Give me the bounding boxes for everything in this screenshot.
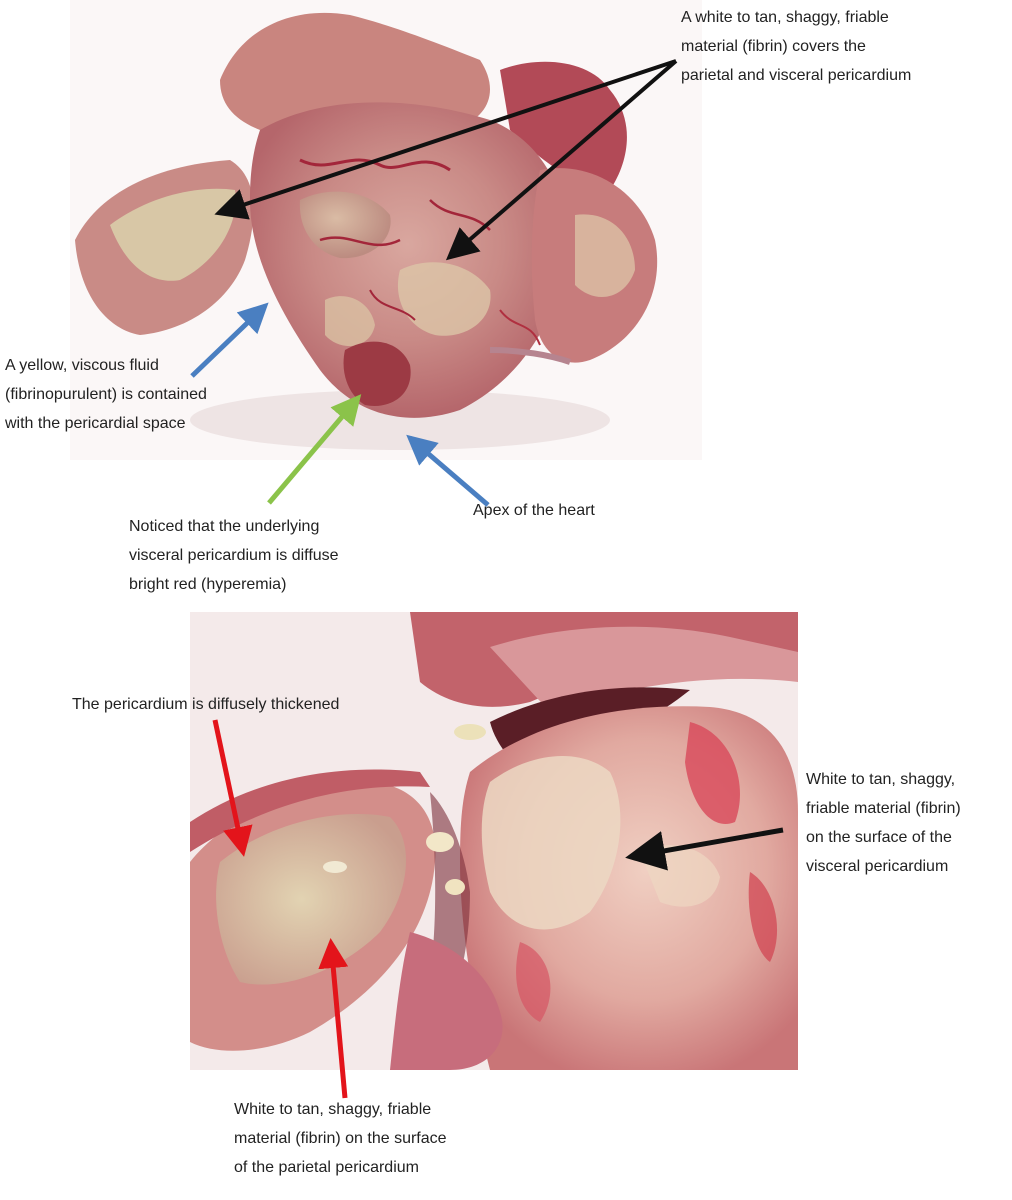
caption-thickened-pericardium: The pericardium is diffusely thickened	[72, 690, 339, 719]
caption-line: bright red (hyperemia)	[129, 576, 287, 593]
caption-line: of the parietal pericardium	[234, 1159, 419, 1176]
caption-line: White to tan, shaggy,	[806, 771, 956, 788]
caption-fibrinopurulent-fluid: A yellow, viscous fluid (fibrinopurulent…	[5, 351, 207, 438]
caption-line: Noticed that the underlying	[129, 518, 320, 535]
caption-fibrin-parietal: White to tan, shaggy, friable material (…	[234, 1095, 447, 1182]
caption-fibrin-pericardium: A white to tan, shaggy, friable material…	[681, 3, 911, 90]
caption-line: friable material (fibrin)	[806, 800, 961, 817]
caption-line: (fibrinopurulent) is contained	[5, 386, 207, 403]
caption-line: material (fibrin) on the surface	[234, 1130, 447, 1147]
caption-line: The pericardium is diffusely thickened	[72, 696, 340, 713]
caption-line: Apex of the heart	[473, 502, 595, 519]
caption-fibrin-visceral: White to tan, shaggy, friable material (…	[806, 765, 961, 881]
caption-line: White to tan, shaggy, friable	[234, 1101, 432, 1118]
caption-line: A white to tan, shaggy, friable	[681, 9, 889, 26]
caption-line: material (fibrin) covers the	[681, 38, 866, 55]
caption-apex: Apex of the heart	[473, 496, 595, 525]
pericardium-closeup-photo	[190, 612, 798, 1070]
caption-line: visceral pericardium is diffuse	[129, 547, 339, 564]
caption-line: A yellow, viscous fluid	[5, 357, 159, 374]
caption-line: visceral pericardium	[806, 858, 949, 875]
caption-hyperemia: Noticed that the underlying visceral per…	[129, 512, 339, 599]
caption-line: on the surface of the	[806, 829, 952, 846]
caption-line: with the pericardial space	[5, 415, 186, 432]
caption-line: parietal and visceral pericardium	[681, 67, 912, 84]
